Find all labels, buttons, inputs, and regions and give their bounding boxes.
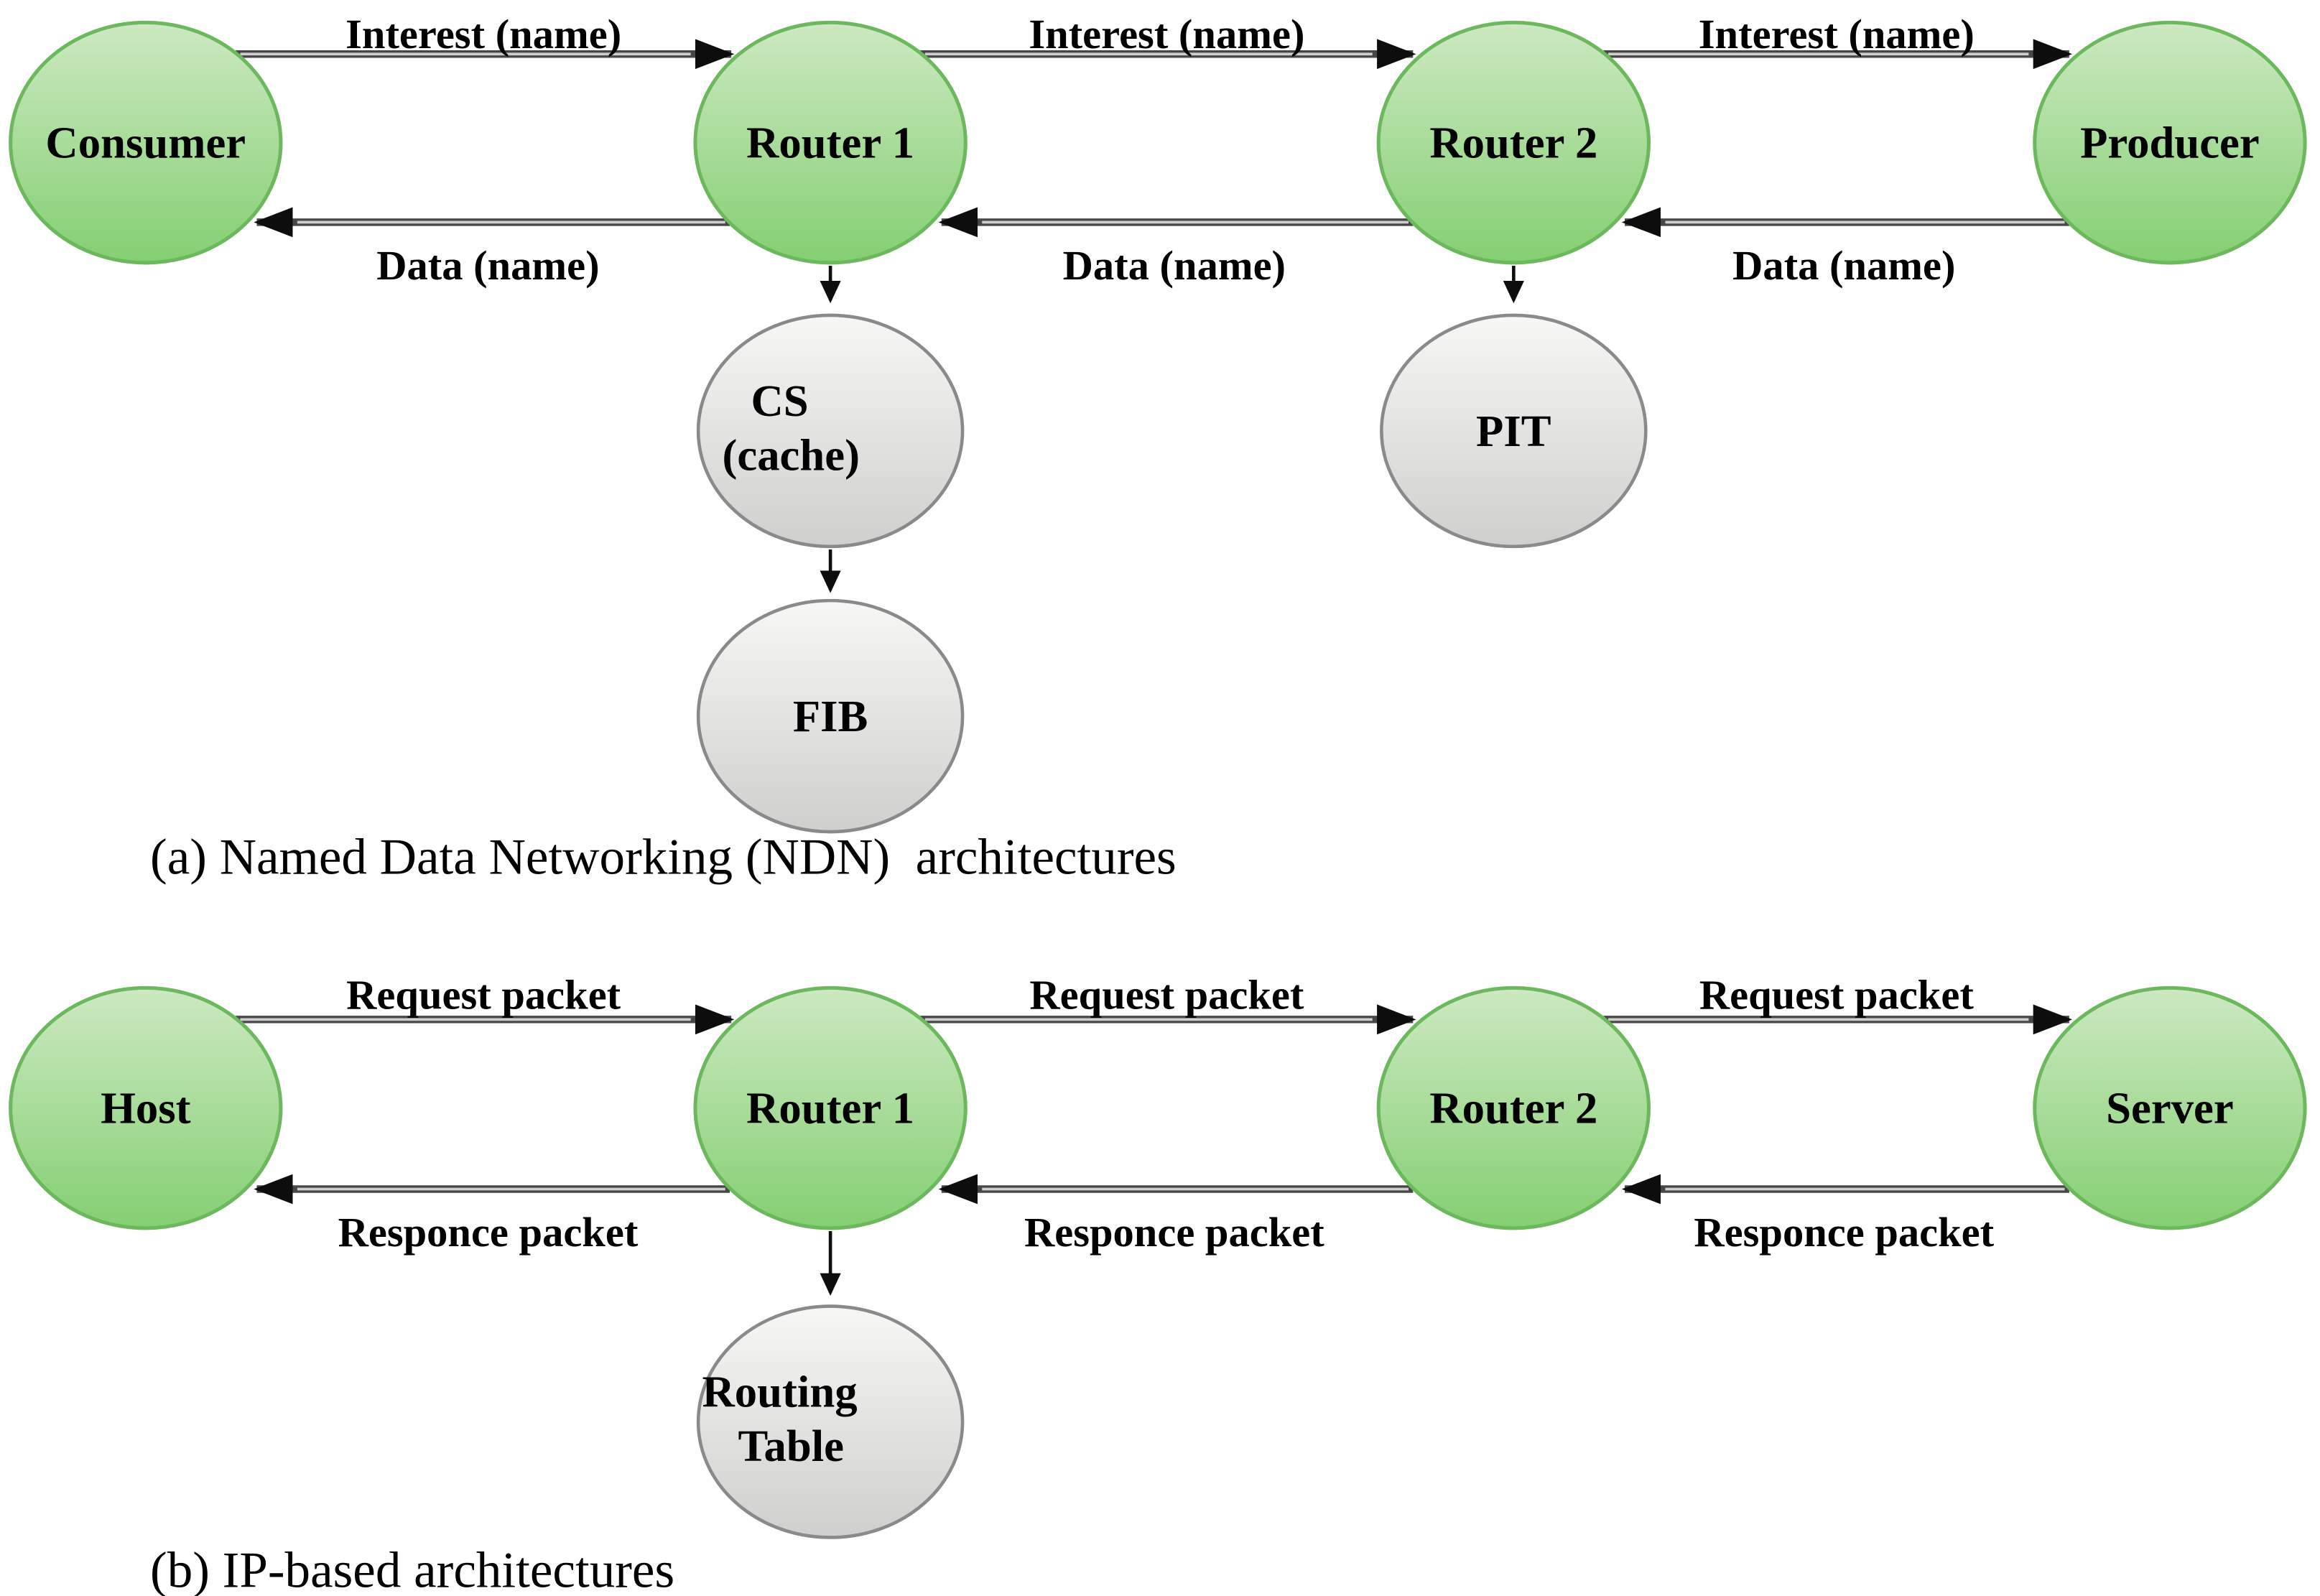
router2-label: Router 2 <box>1429 1083 1597 1133</box>
consumer-ellipse <box>9 20 283 265</box>
fib-label: FIB <box>793 691 868 741</box>
node-producer: Producer <box>2033 20 2307 265</box>
edge-interest-router1-router2: Interest (name) <box>920 11 1416 70</box>
router1-ellipse <box>693 20 968 265</box>
node-consumer: Consumer <box>9 20 283 265</box>
interest-label-2: Interest (name) <box>1029 11 1304 57</box>
edge-data-router1-consumer: Data (name) <box>254 207 730 289</box>
interest-label-1: Interest (name) <box>345 11 621 57</box>
edge-request-host-router1: Request packet <box>236 972 735 1035</box>
router2-ellipse <box>1376 985 1651 1230</box>
edge-request-router2-server: Request packet <box>1603 972 2073 1035</box>
response-label-3: Responce packet <box>1694 1209 1994 1256</box>
node-host: Host <box>9 985 283 1230</box>
response-label-2: Responce packet <box>1024 1209 1324 1256</box>
node-server: Server <box>2033 985 2307 1230</box>
server-label: Server <box>2106 1083 2234 1133</box>
diagram-a-ndn: Interest (name) Interest (name) Interest… <box>0 0 2307 886</box>
router1-ellipse <box>693 985 968 1230</box>
routing-table-label: Routing Table <box>0 0 959 1471</box>
request-label-3: Request packet <box>1699 972 1974 1019</box>
consumer-label: Consumer <box>45 117 246 167</box>
routing-table-ellipse <box>696 1304 965 1539</box>
response-label-1: Responce packet <box>338 1209 639 1256</box>
cs-label: CS (cache) <box>0 0 939 480</box>
server-ellipse <box>2033 985 2307 1230</box>
node-pit: PIT <box>1380 313 1648 549</box>
request-label-2: Request packet <box>1029 972 1304 1019</box>
host-label: Host <box>101 1083 191 1133</box>
cs-label-line2: (cache) <box>722 430 859 480</box>
data-label-2: Data (name) <box>1063 242 1286 289</box>
routing-table-label-line1: Routing <box>702 1367 858 1417</box>
cs-ellipse <box>696 313 965 549</box>
routing-table-label-line2: Table <box>738 1421 844 1471</box>
fib-ellipse <box>696 598 965 834</box>
data-label-1: Data (name) <box>376 242 599 289</box>
router1-label: Router 1 <box>746 117 914 167</box>
request-label-1: Request packet <box>346 972 621 1019</box>
caption-a: (a) Named Data Networking (NDN) architec… <box>150 830 1177 886</box>
cs-label-line1: CS <box>751 376 808 426</box>
edge-request-router1-router2: Request packet <box>920 972 1416 1035</box>
node-router1-a: Router 1 <box>693 20 968 265</box>
producer-label: Producer <box>2080 117 2260 167</box>
edge-response-router2-router1: Responce packet <box>938 1174 1414 1256</box>
edge-data-producer-router2: Data (name) <box>1621 207 2069 289</box>
edge-response-router1-host: Responce packet <box>254 1174 730 1256</box>
caption-b: (b) IP-based architectures <box>150 1542 674 1596</box>
producer-ellipse <box>2033 20 2307 265</box>
node-router1-b: Router 1 <box>693 985 968 1230</box>
router2-ellipse <box>1376 20 1651 265</box>
router1-label: Router 1 <box>746 1083 914 1133</box>
edge-response-server-router2: Responce packet <box>1621 1174 2069 1256</box>
router2-label: Router 2 <box>1429 117 1597 167</box>
node-fib: FIB <box>696 598 965 834</box>
edge-interest-consumer-router1: Interest (name) <box>236 11 735 70</box>
edge-interest-router2-producer: Interest (name) <box>1603 11 2073 70</box>
node-cs-cache: CS (cache) <box>0 0 965 549</box>
node-router2-b: Router 2 <box>1376 985 1651 1230</box>
node-router2-a: Router 2 <box>1376 20 1651 265</box>
host-ellipse <box>9 985 283 1230</box>
edge-data-router2-router1: Data (name) <box>938 207 1414 289</box>
pit-ellipse <box>1380 313 1648 549</box>
pit-label: PIT <box>1476 406 1551 456</box>
data-label-3: Data (name) <box>1732 242 1955 289</box>
node-routing-table: Routing Table <box>0 0 965 1539</box>
interest-label-3: Interest (name) <box>1699 11 1975 57</box>
